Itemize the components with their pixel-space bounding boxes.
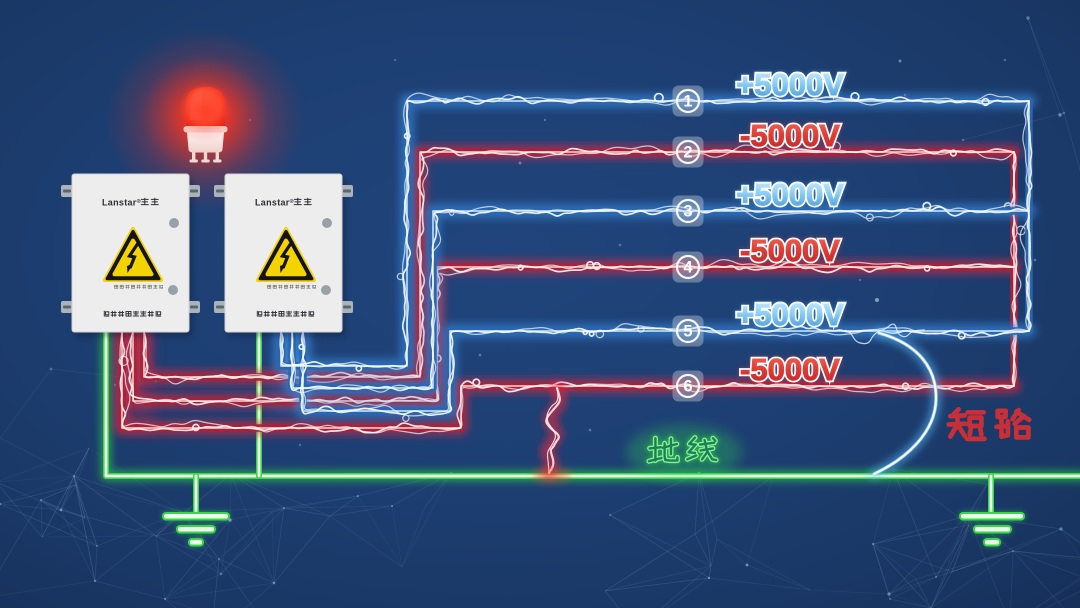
svg-text:-5000V: -5000V [740, 352, 840, 387]
svg-text:+5000V: +5000V [736, 297, 844, 332]
svg-text:4: 4 [683, 259, 693, 277]
svg-text:-5000V: -5000V [740, 352, 840, 387]
svg-text:2: 2 [683, 144, 692, 162]
svg-text:6: 6 [683, 378, 692, 396]
svg-text:+5000V: +5000V [736, 67, 844, 102]
svg-text:-5000V: -5000V [740, 118, 840, 153]
svg-text:-5000V: -5000V [740, 233, 840, 268]
svg-text:Lanstar®: Lanstar® [102, 198, 141, 208]
svg-text:+5000V: +5000V [736, 67, 844, 102]
svg-text:+5000V: +5000V [736, 177, 844, 212]
svg-text:+5000V: +5000V [736, 297, 844, 332]
svg-text:+5000V: +5000V [736, 67, 844, 102]
svg-text:3: 3 [683, 203, 692, 221]
svg-text:5: 5 [683, 323, 692, 341]
svg-text:+5000V: +5000V [736, 297, 844, 332]
svg-text:-5000V: -5000V [740, 118, 840, 153]
svg-text:-5000V: -5000V [740, 118, 840, 153]
svg-text:-5000V: -5000V [740, 352, 840, 387]
svg-text:+5000V: +5000V [736, 177, 844, 212]
svg-text:Lanstar®: Lanstar® [255, 198, 294, 208]
svg-text:-5000V: -5000V [740, 233, 840, 268]
svg-text:+5000V: +5000V [736, 177, 844, 212]
svg-text:1: 1 [683, 93, 692, 111]
svg-text:-5000V: -5000V [740, 233, 840, 268]
